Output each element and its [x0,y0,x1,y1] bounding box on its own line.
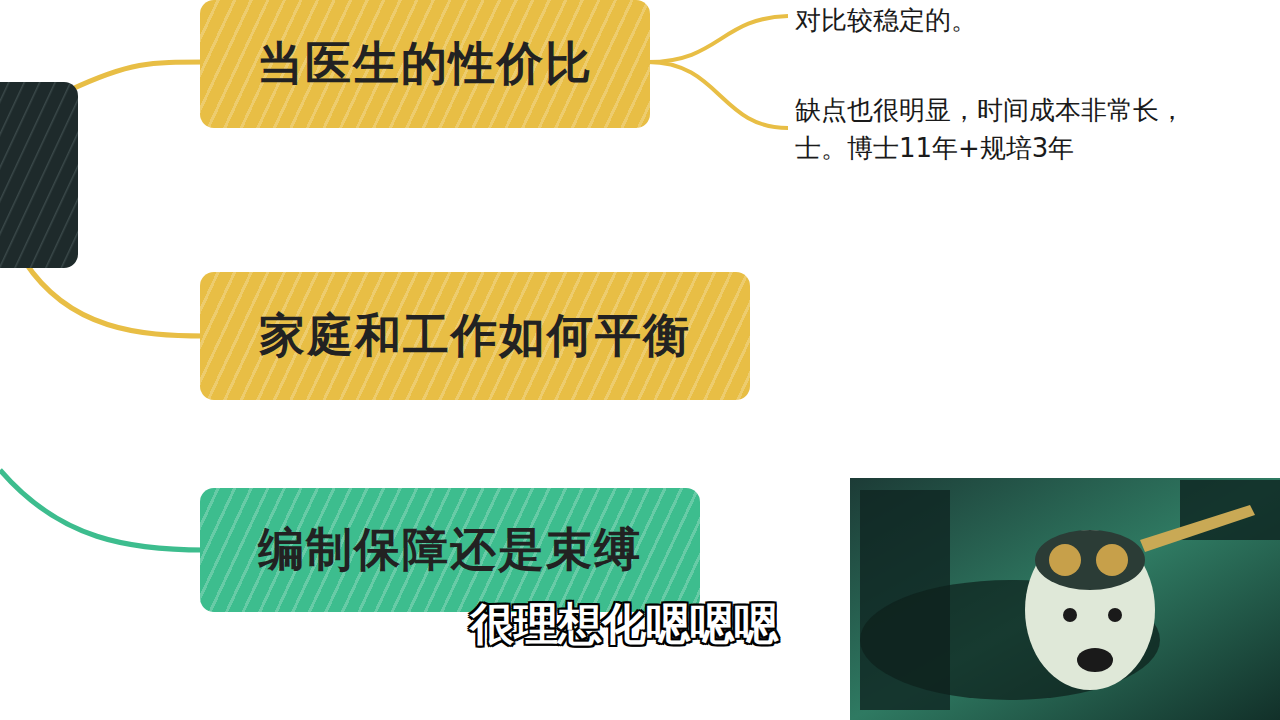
subtitle-text: 很理想化嗯嗯嗯 [470,592,778,656]
note-text: 对比较稳定的。 [795,2,977,40]
topic-box: 编制保障还是束缚 [200,488,700,612]
topic-text: 编制保障还是束缚 [258,519,642,581]
leader-line [648,16,788,62]
topic-text: 家庭和工作如何平衡 [259,305,691,367]
root-box [0,82,78,268]
branch-line [0,470,205,550]
video-thumbnail [850,478,1280,720]
note-text: 缺点也很明显，时间成本非常长， 士。博士11年+规培3年 [795,92,1200,167]
leader-line [648,62,788,128]
topic-text: 当医生的性价比 [257,33,593,95]
branch-line [25,262,205,336]
topic-box: 家庭和工作如何平衡 [200,272,750,400]
branch-line [70,62,205,90]
topic-box: 当医生的性价比 [200,0,650,128]
